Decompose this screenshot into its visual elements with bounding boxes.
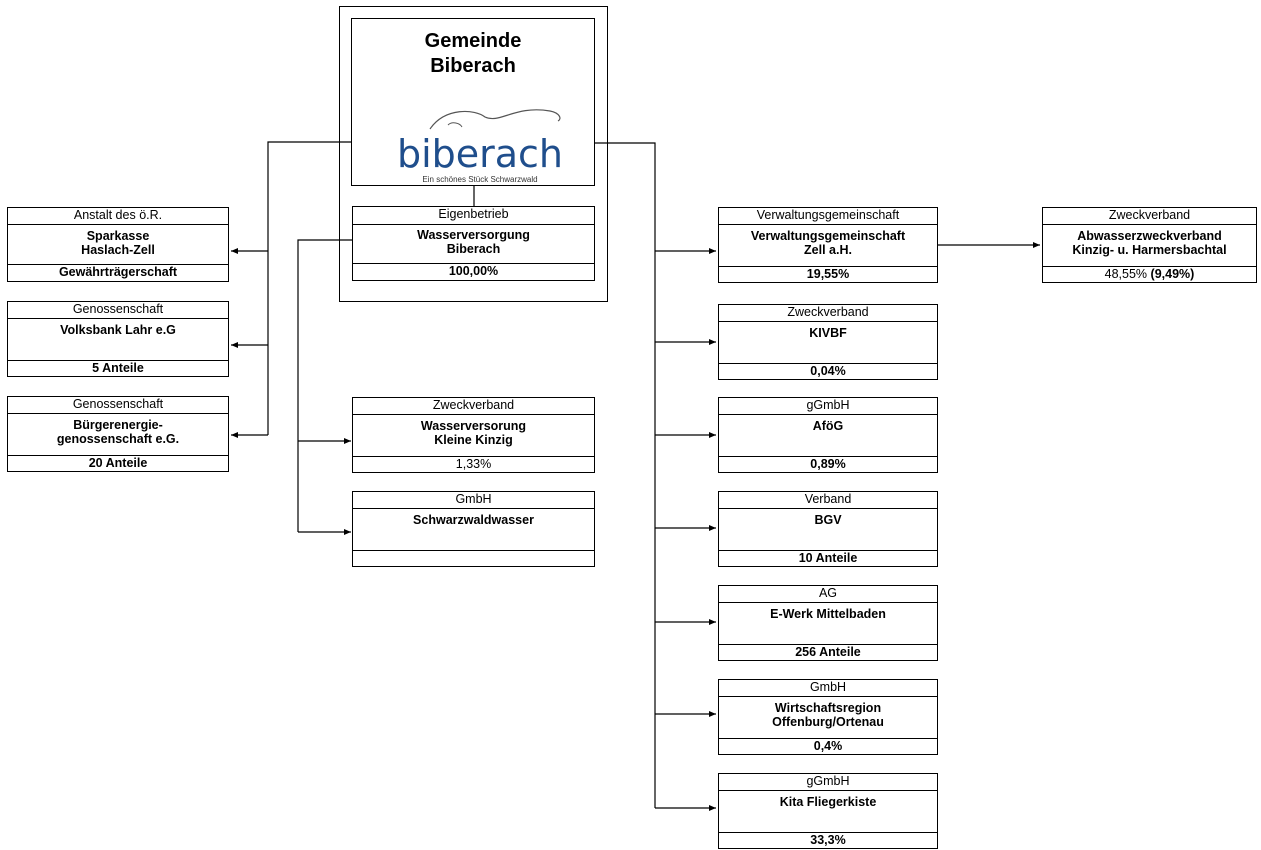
eigenbetrieb-box: Eigenbetrieb Wasserversorgung Biberach 1… xyxy=(352,206,595,281)
entity-box-wasserversorung-kleine-kinzig: Zweckverband Wasserversorung Kleine Kinz… xyxy=(352,397,595,473)
entity-name-line1: E-Werk Mittelbaden xyxy=(770,607,886,621)
entity-type: Genossenschaft xyxy=(8,302,228,319)
entity-share-main: 48,55% xyxy=(1104,267,1148,281)
entity-box-volksbank: Genossenschaft Volksbank Lahr e.G 5 Ante… xyxy=(7,301,229,377)
gemeinde-title-line1: Gemeinde xyxy=(424,30,522,52)
entity-name-line2: genossenschaft e.G. xyxy=(56,432,180,446)
entity-name-line1: Wasserversorung xyxy=(420,419,527,433)
entity-name-line2: Zell a.H. xyxy=(804,243,852,257)
eigenbetrieb-name-line2: Biberach xyxy=(446,242,501,256)
logo-slogan: Ein schönes Stück Schwarzwald xyxy=(422,175,537,184)
entity-type: GmbH xyxy=(719,680,937,697)
entity-name-line1: Sparkasse xyxy=(86,229,150,243)
entity-name-line1: Bürgerenergie- xyxy=(73,418,163,432)
entity-box-kivbf: Zweckverband KIVBF 0,04% xyxy=(718,304,938,380)
entity-box-afoeg: gGmbH AföG 0,89% xyxy=(718,397,938,473)
entity-name-line1: BGV xyxy=(814,513,842,527)
entity-box-e-werk: AG E-Werk Mittelbaden 256 Anteile xyxy=(718,585,938,661)
entity-name: AföG xyxy=(719,415,937,457)
entity-type: Genossenschaft xyxy=(8,397,228,414)
entity-name: Verwaltungsgemeinschaft Zell a.H. xyxy=(719,225,937,267)
entity-name-line1: AföG xyxy=(812,419,844,433)
entity-box-kita-fliegerkiste: gGmbH Kita Fliegerkiste 33,3% xyxy=(718,773,938,849)
entity-share xyxy=(353,551,594,567)
entity-share: 5 Anteile xyxy=(92,361,144,375)
entity-name-line2: Kleine Kinzig xyxy=(434,433,513,447)
entity-name-line2: Offenburg/Ortenau xyxy=(772,715,884,729)
entity-box-abwasserzweckverband: Zweckverband Abwasserzweckverband Kinzig… xyxy=(1042,207,1257,283)
entity-box-wirtschaftsregion: GmbH Wirtschaftsregion Offenburg/Ortenau… xyxy=(718,679,938,755)
entity-share: 1,33% xyxy=(455,457,492,471)
entity-name: Wasserversorung Kleine Kinzig xyxy=(353,415,594,457)
entity-name: Sparkasse Haslach-Zell xyxy=(8,225,228,265)
entity-share: Gewährträgerschaft xyxy=(58,265,178,279)
entity-type: gGmbH xyxy=(719,398,937,415)
entity-share: 48,55% (9,49%) xyxy=(1043,267,1256,283)
entity-name-line1: KIVBF xyxy=(809,326,847,340)
entity-type: gGmbH xyxy=(719,774,937,791)
entity-share: 0,89% xyxy=(810,457,846,471)
gemeinde-title: Gemeinde Biberach xyxy=(352,29,594,79)
entity-type: Verwaltungsgemeinschaft xyxy=(719,208,937,225)
entity-name: E-Werk Mittelbaden xyxy=(719,603,937,645)
entity-name-line1: Schwarzwaldwasser xyxy=(413,513,534,527)
gemeinde-box: Gemeinde Biberach biberach Ein schönes S… xyxy=(351,18,595,186)
entity-share: 19,55% xyxy=(806,267,850,281)
entity-box-schwarzwaldwasser: GmbH Schwarzwaldwasser xyxy=(352,491,595,567)
entity-box-sparkasse: Anstalt des ö.R. Sparkasse Haslach-Zell … xyxy=(7,207,229,282)
entity-name-line1: Verwaltungsgemeinschaft xyxy=(750,229,906,243)
entity-name-line1: Abwasserzweckverband xyxy=(1077,229,1222,243)
entity-name: Volksbank Lahr e.G xyxy=(8,319,228,361)
eigenbetrieb-share: 100,00% xyxy=(448,264,499,278)
entity-name: Bürgerenergie- genossenschaft e.G. xyxy=(8,414,228,456)
entity-name-line2: Haslach-Zell xyxy=(81,243,155,257)
entity-share: 0,4% xyxy=(813,739,843,753)
entity-name: BGV xyxy=(719,509,937,551)
entity-type: Anstalt des ö.R. xyxy=(8,208,228,225)
entity-share: 20 Anteile xyxy=(88,456,148,470)
entity-name-line2: Kinzig- u. Harmersbachtal xyxy=(1072,243,1227,257)
entity-share: 0,04% xyxy=(810,364,846,378)
entity-type: GmbH xyxy=(353,492,594,509)
entity-share-extra: (9,49%) xyxy=(1150,267,1195,281)
gemeinde-frame xyxy=(339,6,608,302)
entity-name: Kita Fliegerkiste xyxy=(719,791,937,833)
entity-share: 10 Anteile xyxy=(798,551,858,565)
entity-share: 33,3% xyxy=(810,833,846,847)
eigenbetrieb-type: Eigenbetrieb xyxy=(353,207,594,225)
entity-name-line1: Volksbank Lahr e.G xyxy=(60,323,176,337)
entity-type: Zweckverband xyxy=(1043,208,1256,225)
eigenbetrieb-name-line1: Wasserversorgung xyxy=(417,228,530,242)
biberach-logo: biberach Ein schönes Stück Schwarzwald xyxy=(397,109,563,184)
eigenbetrieb-name: Wasserversorgung Biberach xyxy=(353,225,594,264)
entity-box-buergerenergie: Genossenschaft Bürgerenergie- genossensc… xyxy=(7,396,229,472)
entity-name: Wirtschaftsregion Offenburg/Ortenau xyxy=(719,697,937,739)
entity-name: Schwarzwaldwasser xyxy=(353,509,594,551)
gemeinde-title-line2: Biberach xyxy=(430,55,516,77)
entity-box-bgv: Verband BGV 10 Anteile xyxy=(718,491,938,567)
entity-share: 256 Anteile xyxy=(795,645,861,659)
entity-name: KIVBF xyxy=(719,322,937,364)
entity-box-verwaltungsgemeinschaft: Verwaltungsgemeinschaft Verwaltungsgemei… xyxy=(718,207,938,283)
logo-wordmark: biberach xyxy=(397,132,563,176)
entity-type: Zweckverband xyxy=(719,305,937,322)
entity-type: AG xyxy=(719,586,937,603)
entity-name-line1: Wirtschaftsregion xyxy=(774,701,882,715)
entity-name: Abwasserzweckverband Kinzig- u. Harmersb… xyxy=(1043,225,1256,267)
entity-type: Zweckverband xyxy=(353,398,594,415)
entity-type: Verband xyxy=(719,492,937,509)
entity-name-line1: Kita Fliegerkiste xyxy=(779,795,877,809)
